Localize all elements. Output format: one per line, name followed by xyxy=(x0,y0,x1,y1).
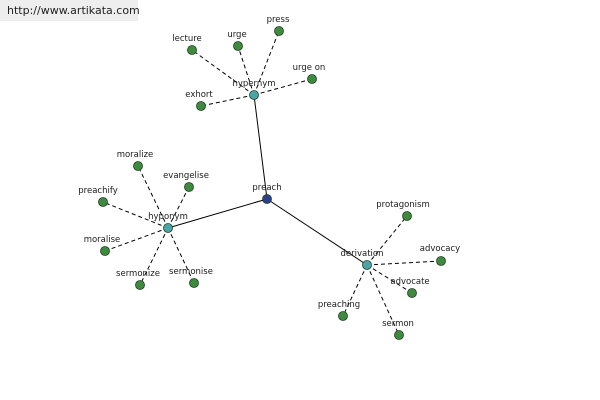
node-label-preach[interactable]: preach xyxy=(252,183,281,193)
leaf-node-lecture[interactable] xyxy=(187,45,197,55)
label-layer: preach hypernym hyponym derivation lecture ur… xyxy=(78,15,460,329)
edge-preach-hyponym xyxy=(167,198,268,229)
edge-hyponym-moralize xyxy=(137,165,169,229)
edge-derivation-advocate xyxy=(366,264,413,294)
edge-derivation-protagonism xyxy=(366,215,408,266)
relation-node-hyponym[interactable] xyxy=(163,223,173,233)
leaf-node-moralise[interactable] xyxy=(100,246,110,256)
watermark-box: http://www.artikata.com xyxy=(0,0,140,21)
node-label-hyponym[interactable]: hyponym xyxy=(148,212,188,222)
edge-hypernym-urge xyxy=(237,45,255,96)
edge-hypernym-exhort xyxy=(200,94,255,107)
node-label-protagonism[interactable]: protagonism xyxy=(376,200,430,210)
node-label-lecture[interactable]: lecture xyxy=(172,34,202,44)
relation-node-derivation[interactable] xyxy=(362,260,372,270)
leaf-node-preachify[interactable] xyxy=(98,197,108,207)
edge-hypernym-press xyxy=(253,30,280,96)
node-label-sermonise[interactable]: sermonise xyxy=(169,267,213,277)
leaf-node-advocacy[interactable] xyxy=(436,256,446,266)
node-label-moralise[interactable]: moralise xyxy=(84,235,121,245)
leaf-node-evangelise[interactable] xyxy=(184,182,194,192)
leaf-node-preaching[interactable] xyxy=(338,311,348,321)
node-label-hypernym[interactable]: hypernym xyxy=(232,79,275,89)
node-label-sermon[interactable]: sermon xyxy=(382,319,414,329)
edge-hypernym-urge-on xyxy=(253,78,313,96)
node-label-urge-on[interactable]: urge on xyxy=(293,63,326,73)
node-label-preachify[interactable]: preachify xyxy=(78,186,117,196)
edge-derivation-advocacy xyxy=(366,260,442,266)
leaf-node-sermonise[interactable] xyxy=(189,278,199,288)
leaf-node-press[interactable] xyxy=(274,26,284,36)
leaf-node-sermon[interactable] xyxy=(394,330,404,340)
edge-derivation-sermon xyxy=(366,264,400,336)
edge-preach-hypernym xyxy=(253,94,268,200)
leaf-node-sermonize[interactable] xyxy=(135,280,145,290)
node-label-press[interactable]: press xyxy=(267,15,290,25)
node-label-advocate[interactable]: advocate xyxy=(390,277,429,287)
leaf-node-moralize[interactable] xyxy=(133,161,143,171)
node-label-moralize[interactable]: moralize xyxy=(117,150,154,160)
edge-layer xyxy=(102,30,442,336)
leaf-node-protagonism[interactable] xyxy=(402,211,412,221)
edge-preach-derivation xyxy=(266,198,368,266)
edge-hyponym-evangelise xyxy=(167,186,190,229)
node-layer xyxy=(98,26,446,340)
node-label-urge[interactable]: urge xyxy=(227,30,246,40)
edge-hyponym-sermonise xyxy=(167,227,195,284)
node-label-sermonize[interactable]: sermonize xyxy=(116,269,160,279)
edge-hyponym-preachify xyxy=(102,201,169,229)
node-label-derivation[interactable]: derivation xyxy=(340,249,383,259)
leaf-node-exhort[interactable] xyxy=(196,101,206,111)
node-label-evangelise[interactable]: evangelise xyxy=(163,171,209,181)
center-node-preach[interactable] xyxy=(262,194,272,204)
edge-derivation-preaching xyxy=(342,264,368,317)
leaf-node-urge-on[interactable] xyxy=(307,74,317,84)
watermark-url[interactable]: http://www.artikata.com xyxy=(7,4,140,17)
node-label-advocacy[interactable]: advocacy xyxy=(420,244,460,254)
leaf-node-urge[interactable] xyxy=(233,41,243,51)
leaf-node-advocate[interactable] xyxy=(407,288,417,298)
edge-hyponym-sermonize xyxy=(139,227,169,286)
node-label-exhort[interactable]: exhort xyxy=(185,90,213,100)
node-label-preaching[interactable]: preaching xyxy=(318,300,360,310)
edge-hypernym-lecture xyxy=(191,49,255,96)
relation-node-hypernym[interactable] xyxy=(249,90,259,100)
